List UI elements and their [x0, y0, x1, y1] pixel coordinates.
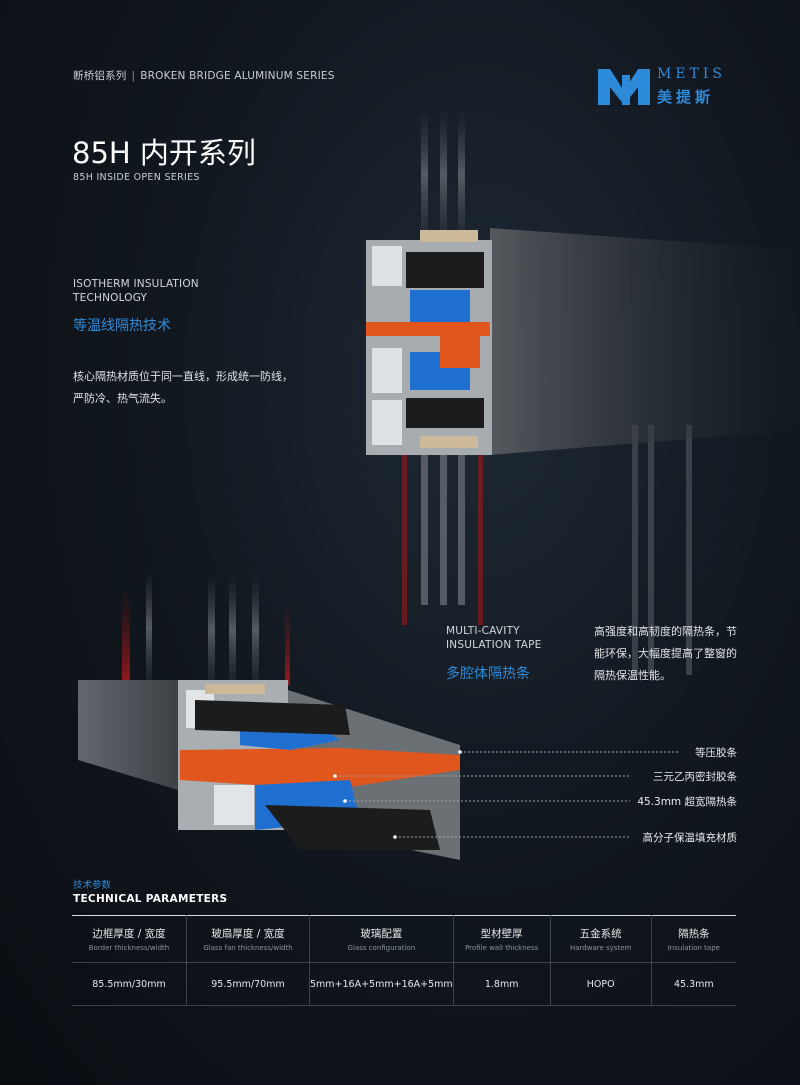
callout-filler-material: 高分子保温填充材质: [642, 832, 738, 844]
table-cell: 45.3mm: [650, 962, 736, 1006]
header-en: Glass fan thickness/width: [203, 944, 293, 952]
lower-glass-lines: [122, 570, 290, 685]
brand-name-en: METIS: [657, 66, 727, 82]
table-cell: 5mm+16A+5mm+16A+5mm: [309, 962, 454, 1006]
header-en: Glass configuration: [347, 944, 416, 952]
table-header-row: 边框厚度 / 宽度 Border thickness/width 玻扇厚度 / 宽…: [72, 915, 736, 963]
lower-profile-section: [78, 680, 460, 860]
feature-2-desc-line3: 隔热保温性能。: [594, 669, 671, 682]
callout-dots: [333, 750, 462, 839]
header-en: Border thickness/width: [88, 944, 170, 952]
page-title: 85H 内开系列: [72, 136, 256, 170]
table-header-cell: 玻扇厚度 / 宽度 Glass fan thickness/width: [186, 915, 310, 963]
table-row: 85.5mm/30mm 95.5mm/70mm 5mm+16A+5mm+16A+…: [72, 962, 736, 1006]
feature-1-en-line2: TECHNOLOGY: [73, 292, 148, 304]
header-cn: 边框厚度 / 宽度: [92, 928, 166, 940]
feature-1-desc: 核心隔热材质位于同一直线，形成统一防线， 严防冷、热气流失。: [73, 366, 293, 410]
feature-2-desc-line2: 能环保，大幅度提高了整窗的: [594, 647, 737, 660]
table-cell: HOPO: [549, 962, 652, 1006]
table-header-cell: 隔热条 Insulation tape: [650, 915, 736, 963]
header-cn: 五金系统: [579, 928, 622, 940]
upper-profile-section: [366, 228, 800, 455]
feature-1-en-line1: ISOTHERM INSULATION: [73, 278, 199, 290]
table-cell: 95.5mm/70mm: [186, 962, 310, 1006]
callout-pressure-strip: 等压胶条: [695, 747, 737, 759]
page-subtitle: 85H INSIDE OPEN SERIES: [73, 172, 200, 183]
feature-1-en: ISOTHERM INSULATION TECHNOLOGY: [73, 277, 199, 305]
header-en: Hardware system: [570, 944, 632, 952]
series-cn: 断桥铝系列: [73, 70, 127, 82]
brand-logo-mark: [598, 69, 650, 105]
brand-name-cn: 美提斯: [657, 88, 715, 106]
feature-2-en-line2: INSULATION TAPE: [446, 639, 542, 651]
callout-insulation-strip: 45.3mm 超宽隔热条: [637, 796, 737, 808]
table-cell: 85.5mm/30mm: [92, 978, 166, 990]
header-cn: 型材壁厚: [480, 928, 523, 940]
feature-2-desc-line1: 高强度和高韧度的隔热条，节: [594, 625, 737, 638]
feature-1-title: 等温线隔热技术: [73, 318, 171, 334]
table-header-cell: 五金系统 Hardware system: [549, 915, 652, 963]
header-cn: 玻璃配置: [360, 928, 403, 940]
technical-title-en: TECHNICAL PARAMETERS: [73, 893, 228, 905]
table-cell: 1.8mm: [452, 962, 551, 1006]
callout-leaders: [335, 751, 680, 838]
header-en: Profile wall thickness: [465, 944, 539, 952]
feature-2-title: 多腔体隔热条: [446, 666, 530, 682]
series-en: BROKEN BRIDGE ALUMINUM SERIES: [140, 70, 335, 82]
feature-2-en-line1: MULTI-CAVITY: [446, 625, 520, 637]
callout-epdm-seal: 三元乙丙密封胶条: [653, 771, 737, 783]
header-series: 断桥铝系列 | BROKEN BRIDGE ALUMINUM SERIES: [73, 68, 335, 83]
table-header-cell: 边框厚度 / 宽度 Border thickness/width: [72, 916, 187, 963]
upper-glass-lines: [402, 110, 692, 675]
feature-1-desc-line2: 严防冷、热气流失。: [73, 392, 172, 405]
header-cn: 隔热条: [678, 928, 710, 940]
header-separator: |: [131, 70, 136, 82]
table-header-cell: 型材壁厚 Profile wall thickness: [452, 915, 551, 963]
technical-parameters-table: 边框厚度 / 宽度 Border thickness/width 玻扇厚度 / 宽…: [72, 915, 736, 1006]
feature-2-desc: 高强度和高韧度的隔热条，节 能环保，大幅度提高了整窗的 隔热保温性能。: [594, 621, 737, 687]
feature-1-desc-line1: 核心隔热材质位于同一直线，形成统一防线，: [73, 370, 293, 383]
header-cn: 玻扇厚度 / 宽度: [211, 928, 285, 940]
header-en: Insulation tape: [667, 944, 720, 952]
table-header-cell: 玻璃配置 Glass configuration: [309, 915, 454, 963]
feature-2-en: MULTI-CAVITY INSULATION TAPE: [446, 624, 541, 652]
technical-title-cn: 技术参数: [73, 880, 112, 891]
